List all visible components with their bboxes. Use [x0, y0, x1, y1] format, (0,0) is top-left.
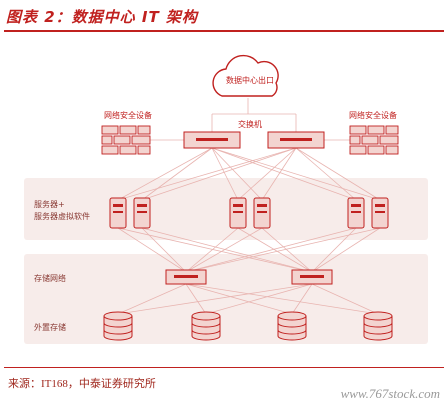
storage-switch-left-icon — [165, 269, 207, 285]
storage-switch-right-icon — [291, 269, 333, 285]
external-storage-label: 外置存储 — [34, 322, 66, 332]
watermark: www.767stock.com — [340, 386, 440, 401]
right-security-label: 网络安全设备 — [349, 110, 397, 120]
server-icon — [253, 197, 271, 229]
source-note: 来源：IT168，中泰证券研究所 — [8, 378, 156, 390]
server-label-line2: 服务器虚拟软件 — [34, 211, 90, 221]
disk-icon — [103, 311, 133, 341]
server-group — [109, 197, 389, 229]
cloud-label: 数据中心出口 — [226, 75, 274, 85]
storage-network-label: 存储网络 — [34, 273, 66, 283]
switch-label: 交换机 — [238, 119, 262, 129]
disk-icon — [191, 311, 221, 341]
server-icon — [133, 197, 151, 229]
server-label-line1: 服务器+ — [34, 199, 65, 209]
core-switch-left-icon — [183, 131, 241, 149]
server-icon — [371, 197, 389, 229]
disk-group — [103, 311, 393, 341]
connection-lines — [117, 98, 381, 315]
left-security-label: 网络安全设备 — [104, 110, 152, 120]
source-rule — [4, 367, 444, 368]
firewall-right-icon — [349, 125, 399, 155]
server-icon — [347, 197, 365, 229]
cloud-icon — [212, 54, 279, 97]
disk-icon — [277, 311, 307, 341]
figure-title: 图表 2：数据中心 IT 架构 — [6, 8, 198, 26]
server-icon — [229, 197, 247, 229]
title-rule — [4, 30, 444, 32]
firewall-left-icon — [101, 125, 151, 155]
core-switch-right-icon — [267, 131, 325, 149]
disk-icon — [363, 311, 393, 341]
server-icon — [109, 197, 127, 229]
